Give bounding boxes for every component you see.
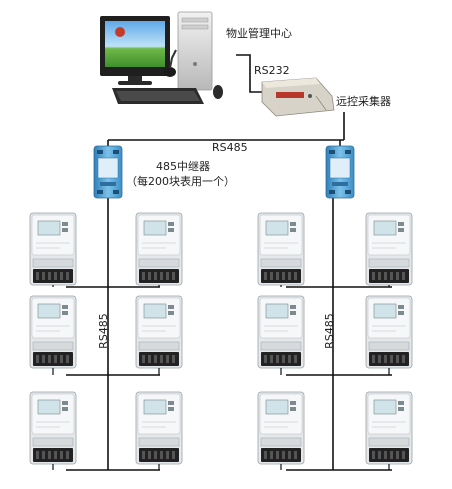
meter-icon <box>257 212 305 286</box>
meter-icon <box>257 295 305 369</box>
rs232-label: RS232 <box>254 64 290 77</box>
meter-icon <box>29 295 77 369</box>
right-repeater-icon <box>325 145 355 199</box>
meter-icon <box>365 295 413 369</box>
remote-collector-label: 远控采集器 <box>336 95 391 108</box>
rs485-right-label: RS485 <box>323 313 336 349</box>
repeater-note: （每200块表用一个） <box>126 175 235 188</box>
meter-icon <box>365 212 413 286</box>
meter-icon <box>135 212 183 286</box>
rs485-left-label: RS485 <box>97 313 110 349</box>
rs232-link <box>236 54 262 93</box>
rs485-main-label: RS485 <box>212 141 248 154</box>
meter-icon <box>257 391 305 465</box>
collector-icon <box>261 77 335 117</box>
meter-grid <box>29 212 413 470</box>
meter-icon <box>135 391 183 465</box>
repeater-label: 485中继器 <box>156 160 210 173</box>
property-center-label: 物业管理中心 <box>226 27 292 40</box>
meter-icon <box>135 295 183 369</box>
left-repeater-icon <box>93 145 123 199</box>
meter-icon <box>29 212 77 286</box>
wiring <box>66 54 392 471</box>
meter-icon <box>365 391 413 465</box>
computer-icon <box>100 11 223 104</box>
meter-icon <box>29 391 77 465</box>
